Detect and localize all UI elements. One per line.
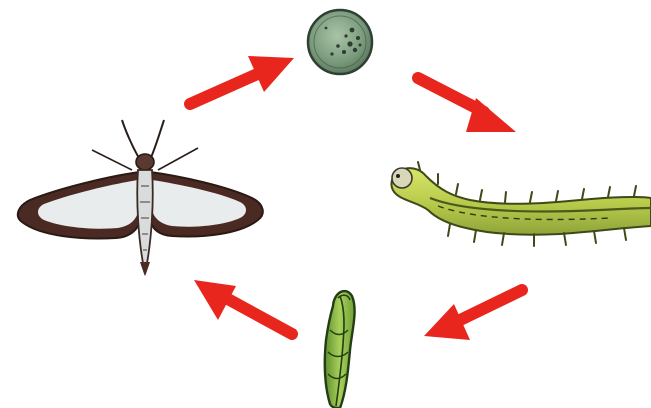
arrow-pupa-to-adult (194, 280, 292, 334)
chrysalis-icon (325, 291, 355, 408)
egg-icon (308, 10, 372, 74)
arrow-larva-to-pupa (424, 290, 522, 340)
caterpillar-icon (391, 162, 651, 246)
arrow-adult-to-egg (190, 56, 294, 104)
moth-icon (18, 120, 263, 276)
arrow-egg-to-larva (418, 78, 516, 132)
